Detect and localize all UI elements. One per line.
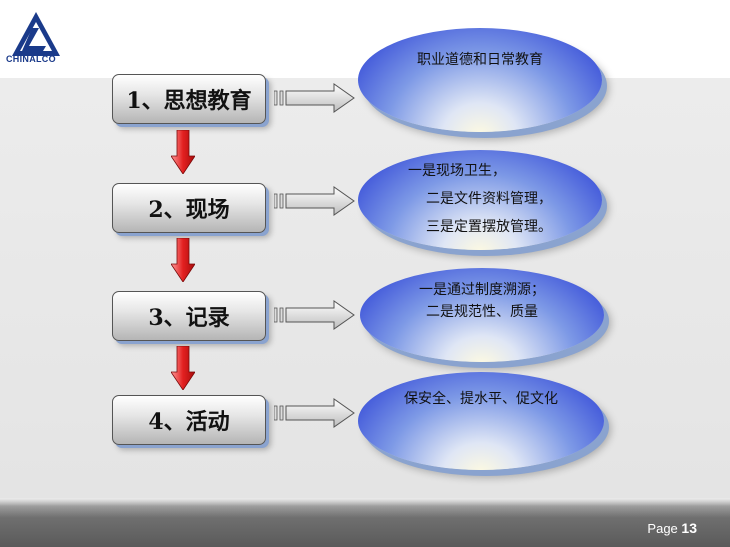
step-3-label: 3、记录 <box>148 305 230 331</box>
ellipse-1: 职业道德和日常教育 <box>358 28 602 132</box>
ellipse-2-line-2: 二是文件资料管理， <box>426 191 552 207</box>
chinalco-logo-icon <box>12 12 60 56</box>
step-3-box: 3、记录 <box>112 291 266 341</box>
ellipse-4-line-1: 保安全、提水平、促文化 <box>404 391 558 407</box>
footer-shine <box>0 498 730 506</box>
step-2-box: 2、现场 <box>112 183 266 233</box>
step-2-label: 2、现场 <box>148 197 230 223</box>
step-4-box: 4、活动 <box>112 395 266 445</box>
ellipse-3-line-1: 一是通过制度溯源； <box>419 282 545 298</box>
footer-bar <box>0 498 730 547</box>
ellipse-1-line-1: 职业道德和日常教育 <box>417 52 543 68</box>
striped-right-arrow-icon <box>274 186 355 216</box>
page-number: 13 <box>681 520 697 536</box>
ellipse-2: 一是现场卫生， 二是文件资料管理， 三是定置摆放管理。 <box>358 150 602 250</box>
red-down-arrow-icon <box>171 238 195 282</box>
red-down-arrow-icon <box>171 130 195 174</box>
step-4-label: 4、活动 <box>148 409 230 435</box>
ellipse-3-line-2: 二是规范性、质量 <box>426 304 538 320</box>
ellipse-4: 保安全、提水平、促文化 <box>358 372 604 470</box>
page-indicator: Page 13 <box>647 520 697 536</box>
ellipse-3: 一是通过制度溯源； 二是规范性、质量 <box>360 268 604 362</box>
red-down-arrow-icon <box>171 346 195 390</box>
striped-right-arrow-icon <box>274 83 355 113</box>
ellipse-2-line-1: 一是现场卫生， <box>408 163 506 179</box>
step-1-label: 1、思想教育 <box>126 88 252 114</box>
striped-right-arrow-icon <box>274 300 355 330</box>
striped-right-arrow-icon <box>274 398 355 428</box>
ellipse-2-line-3: 三是定置摆放管理。 <box>426 219 552 235</box>
page-label: Page <box>647 521 678 536</box>
step-1-box: 1、思想教育 <box>112 74 266 124</box>
logo-text: CHINALCO <box>6 54 56 64</box>
